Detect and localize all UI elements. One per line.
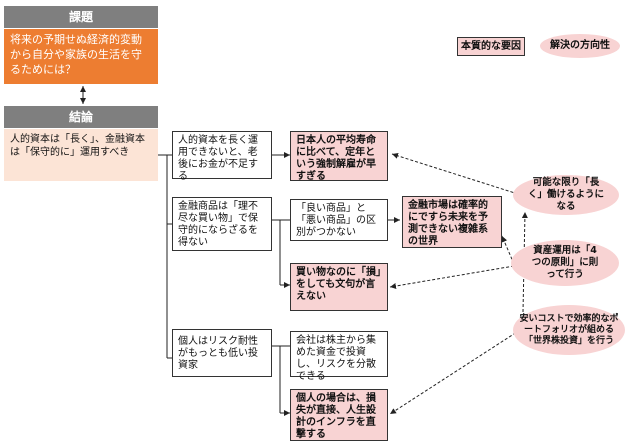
tree-reason3-factors (272, 345, 290, 413)
tree-reason2-factors (272, 219, 290, 285)
factor-companies-diversify: 会社は株主から集めた資金で投資し、リスクを分散できる (290, 331, 388, 382)
reason-risk-tolerance: 個人はリスク耐性がもっとも低い投資家 (172, 329, 272, 377)
legend-essential-factor: 本質的な要因 (457, 37, 525, 56)
conclusion-text: 人的資本は「長く」、金融資本は「保守的に」運用すべき (4, 129, 158, 181)
issue-header: 課題 (4, 6, 158, 28)
dashed-solution2-complain (389, 265, 515, 289)
dashed-solution1-retirement (391, 152, 519, 195)
factor-retirement-age: 日本人の平均寿命に比べて、定年という強制解雇が早すぎる (290, 131, 388, 182)
factor-good-bad-products: 「良い商品」と「悪い商品」の区別がつかない (290, 199, 388, 241)
legend-solution-direction: 解決の方向性 (540, 34, 620, 58)
factor-market-uncertainty: 金融市場は確率的にですら未来を予測できない複雑系の世界 (402, 196, 502, 248)
solution-work-longer: 可能な限り「長く」働けるようになる (513, 175, 619, 215)
reason-financial-products: 金融商品は「理不尽な買い物」で保守的にならざるを得ない (172, 197, 272, 251)
solution-global-equity: 安いコストで効率的なポートフォリオが組める「世界株投資」を行う (513, 305, 625, 355)
factor-individual-loss: 個人の場合は、損失が直接、人生設計のインフラを直撃する (290, 389, 388, 441)
factor-cannot-complain: 買い物なのに「損」をしても文句が言えない (290, 263, 388, 311)
reason-human-capital: 人的資本を長く運用できないと、老後にお金が不足する (172, 131, 272, 182)
solution-four-principles: 資産運用は「4つの原則」に則って行う (511, 240, 619, 286)
conclusion-header: 結論 (4, 106, 158, 128)
issue-text: 将来の予期せぬ経済的変動から自分や家族の生活を守るためには？ (4, 29, 158, 84)
dashed-solution3-individual (389, 329, 521, 415)
tree-conclusion-reasons (158, 154, 172, 359)
